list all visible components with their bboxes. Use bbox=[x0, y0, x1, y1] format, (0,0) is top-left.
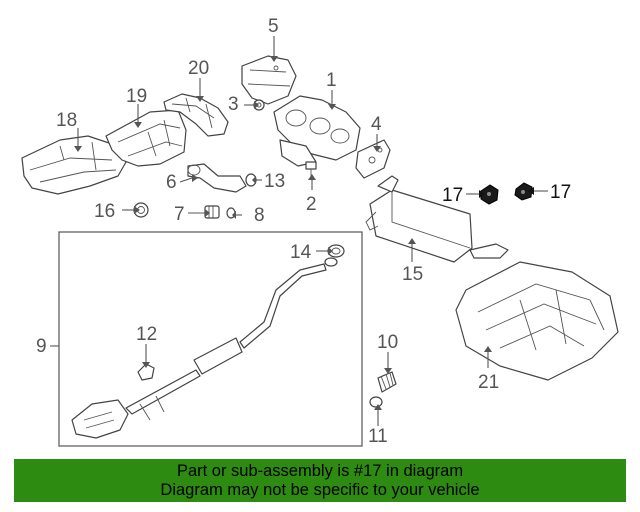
callout-11: 11 bbox=[368, 426, 388, 447]
callout-9: 9 bbox=[36, 336, 47, 357]
callout-3: 3 bbox=[228, 94, 239, 115]
callout-13: 13 bbox=[264, 171, 285, 192]
part-19-heat-shield[interactable] bbox=[105, 109, 187, 167]
callout-2: 2 bbox=[306, 194, 317, 215]
part-9-pipe-assembly[interactable] bbox=[71, 257, 338, 439]
part-4-bracket[interactable] bbox=[355, 139, 391, 179]
part-21-floor-shield[interactable] bbox=[455, 261, 619, 381]
part-18-heat-shield[interactable] bbox=[21, 135, 127, 195]
callout-7: 7 bbox=[174, 204, 185, 225]
callout-10: 10 bbox=[377, 332, 398, 353]
part-11-gasket[interactable] bbox=[369, 396, 383, 408]
info-banner: Part or sub-assembly is #17 in diagram D… bbox=[14, 459, 626, 502]
callout-20: 20 bbox=[188, 58, 209, 79]
part-17-hanger-right[interactable] bbox=[514, 182, 533, 201]
callout-19: 19 bbox=[126, 86, 147, 107]
part-20-heat-shield[interactable] bbox=[163, 93, 229, 137]
banner-line-2: Diagram may not be specific to your vehi… bbox=[160, 481, 480, 499]
callout-5: 5 bbox=[268, 16, 279, 37]
callout-12: 12 bbox=[136, 324, 157, 345]
part-10-spring[interactable] bbox=[377, 371, 397, 393]
part-1-manifold-converter[interactable] bbox=[273, 95, 361, 167]
callout-17-left: 17 bbox=[442, 185, 463, 206]
part-9-inset-box bbox=[58, 231, 363, 447]
part-17-hanger-left[interactable] bbox=[480, 184, 499, 205]
callout-6: 6 bbox=[166, 172, 177, 193]
exhaust-parts-diagram: 1 2 3 4 5 6 7 8 9 10 11 12 13 14 15 16 1… bbox=[21, 16, 619, 447]
arrowheads bbox=[74, 56, 492, 410]
leader-lines bbox=[50, 36, 548, 426]
callout-4: 4 bbox=[371, 114, 382, 135]
part-15-muffler[interactable] bbox=[365, 175, 509, 263]
callout-8: 8 bbox=[254, 205, 265, 226]
part-5-converter-shield[interactable] bbox=[241, 55, 297, 105]
callout-15: 15 bbox=[402, 264, 423, 285]
callout-14: 14 bbox=[290, 242, 312, 263]
callout-16: 16 bbox=[94, 201, 115, 222]
arrowheads-17 bbox=[479, 187, 534, 198]
banner-line-1: Part or sub-assembly is #17 in diagram bbox=[176, 462, 464, 480]
callout-21: 21 bbox=[478, 372, 499, 393]
callout-17-right: 17 bbox=[550, 182, 571, 203]
callout-1: 1 bbox=[326, 70, 337, 91]
callout-18: 18 bbox=[56, 110, 77, 131]
